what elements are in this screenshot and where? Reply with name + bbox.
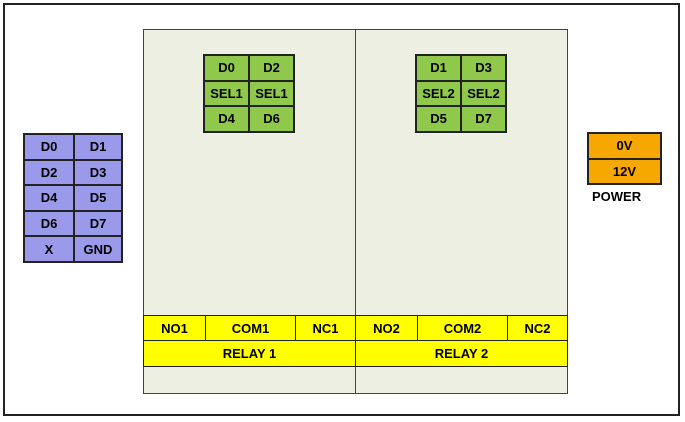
pin-x: X	[24, 236, 74, 262]
power-label: POWER	[592, 189, 642, 204]
relay-1-no: NO1	[144, 316, 206, 341]
pin-d3: D3	[74, 159, 122, 186]
pin-d6: D6	[24, 210, 74, 237]
input-header: D0 D1 D2 D3 D4 D5 D6 D7 X GND	[23, 133, 123, 263]
relay-1-com: COM1	[206, 316, 296, 341]
pin-gnd: GND	[74, 236, 122, 262]
relay-2-pin: SEL2	[416, 80, 461, 107]
relay-1-pin: D6	[249, 106, 294, 132]
relay-2-nc: NC2	[508, 316, 567, 341]
relay-1-pin: D2	[249, 55, 294, 81]
relay-1-pin: SEL1	[249, 80, 294, 107]
relay-2-select-header: D1 D3 SEL2 SEL2 D5 D7	[415, 54, 507, 133]
relay-2-pin: D7	[461, 106, 506, 132]
relay-2-label: RELAY 2	[356, 341, 567, 366]
pin-d7: D7	[74, 210, 122, 237]
relay-2-pin: D3	[461, 55, 506, 81]
relay-2-pin: SEL2	[461, 80, 506, 107]
pin-d4: D4	[24, 185, 74, 211]
relay-2-terminal-block: NO2 COM2 NC2 RELAY 2	[355, 315, 568, 367]
relay-2-pin: D1	[416, 55, 461, 81]
relay-1-label: RELAY 1	[144, 341, 355, 366]
relay-1-terminal-block: NO1 COM1 NC1 RELAY 1	[143, 315, 356, 367]
relay-1-select-header: D0 D2 SEL1 SEL1 D4 D6	[203, 54, 295, 133]
power-pin-0v: 0V	[588, 133, 661, 159]
pin-d0: D0	[24, 134, 74, 160]
relay-2-no: NO2	[356, 316, 418, 341]
relay-1-nc: NC1	[296, 316, 355, 341]
relay-1-pin: D0	[204, 55, 249, 81]
pin-d1: D1	[74, 134, 122, 160]
power-pin-12v: 12V	[588, 158, 661, 184]
power-header: 0V 12V	[587, 132, 662, 185]
relay-2-pin: D5	[416, 106, 461, 132]
relay-2-com: COM2	[418, 316, 508, 341]
relay-1-pin: D4	[204, 106, 249, 132]
pin-d2: D2	[24, 159, 74, 186]
relay-1-pin: SEL1	[204, 80, 249, 107]
pin-d5: D5	[74, 185, 122, 211]
